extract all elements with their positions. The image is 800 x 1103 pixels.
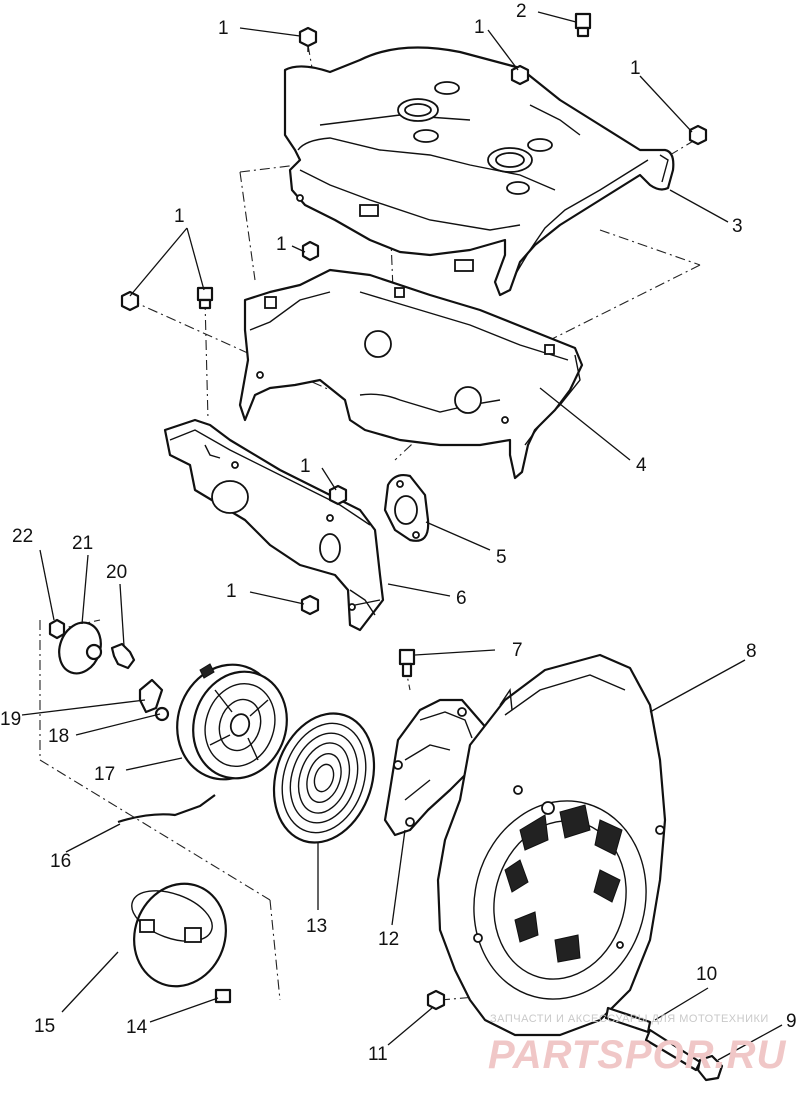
callout-1: 1 bbox=[630, 58, 641, 79]
callout-21: 21 bbox=[72, 533, 93, 554]
callout-2: 2 bbox=[516, 1, 527, 22]
callout-13: 13 bbox=[306, 916, 327, 937]
pulley-part-17 bbox=[176, 663, 288, 781]
bolt-icon bbox=[328, 484, 348, 506]
bolts bbox=[48, 12, 708, 1011]
bolt-icon bbox=[48, 618, 66, 640]
callout-1: 1 bbox=[218, 18, 229, 39]
callout-1: 1 bbox=[226, 581, 237, 602]
callout-4: 4 bbox=[636, 455, 647, 476]
fan-housing-part-8 bbox=[436, 653, 667, 1037]
bolt-icon bbox=[398, 648, 416, 678]
callout-labels: 1 2 1 1 3 1 1 4 1 5 1 6 22 21 20 7 8 19 … bbox=[0, 1, 797, 1065]
rope-guide-part-15 bbox=[131, 882, 227, 988]
callout-18: 18 bbox=[48, 726, 69, 747]
bolt-icon bbox=[574, 12, 592, 38]
watermark-logo: ЗАПЧАСТИ И АКСЕССУАРЫ ДЛЯ МОТОТЕХНИКИ PA… bbox=[488, 1013, 787, 1077]
recoil-spring-part-13 bbox=[272, 712, 376, 844]
rope-part-16 bbox=[117, 794, 216, 824]
bolt-icon bbox=[196, 286, 214, 310]
callout-17: 17 bbox=[94, 764, 115, 785]
callout-15: 15 bbox=[34, 1016, 55, 1037]
bolt-icon bbox=[120, 290, 140, 312]
upper-shroud-part-3 bbox=[283, 46, 675, 297]
spring-part-18 bbox=[154, 706, 170, 722]
leader-lines bbox=[21, 11, 783, 1061]
watermark-tagline: ЗАПЧАСТИ И АКСЕССУАРЫ ДЛЯ МОТОТЕХНИКИ bbox=[490, 1013, 769, 1025]
callout-16: 16 bbox=[50, 851, 71, 872]
bolt-icon bbox=[298, 26, 318, 52]
callout-1: 1 bbox=[276, 234, 287, 255]
callout-3: 3 bbox=[732, 216, 743, 237]
callout-22: 22 bbox=[12, 526, 33, 547]
gasket-part-5 bbox=[383, 473, 430, 542]
bolt-icon bbox=[426, 989, 446, 1011]
long-bolt-part-9 bbox=[644, 1028, 724, 1082]
callout-1: 1 bbox=[474, 17, 485, 38]
lower-shroud-part-4 bbox=[238, 268, 584, 480]
washer-part-10 bbox=[604, 1006, 652, 1034]
bolt-icon bbox=[510, 64, 530, 86]
bolt-icon bbox=[688, 124, 708, 146]
callout-5: 5 bbox=[496, 547, 507, 568]
callout-19: 19 bbox=[0, 709, 21, 730]
bolt-icon bbox=[214, 988, 232, 1004]
bolt-icon bbox=[301, 240, 320, 262]
bolt-icon bbox=[300, 594, 320, 616]
callout-12: 12 bbox=[378, 929, 399, 950]
side-plate-part-6 bbox=[163, 418, 385, 632]
pawl-part-19 bbox=[138, 678, 164, 714]
watermark-brand: PARTSPOR.RU bbox=[488, 1033, 787, 1077]
callout-14: 14 bbox=[126, 1017, 148, 1038]
callout-7: 7 bbox=[512, 640, 523, 661]
callout-8: 8 bbox=[746, 641, 757, 662]
callout-1: 1 bbox=[300, 456, 311, 477]
spring-clip-part-20 bbox=[110, 642, 136, 670]
callout-10: 10 bbox=[696, 964, 717, 985]
callout-9: 9 bbox=[786, 1011, 797, 1032]
callout-20: 20 bbox=[106, 562, 127, 583]
callout-6: 6 bbox=[456, 588, 467, 609]
callout-11: 11 bbox=[368, 1044, 388, 1065]
callout-1: 1 bbox=[174, 206, 185, 227]
